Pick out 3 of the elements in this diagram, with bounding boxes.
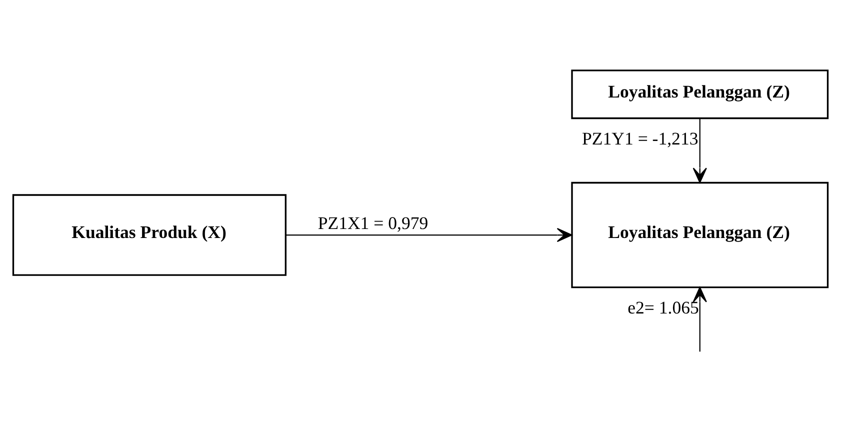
edge-label: PZ1Y1 = -1,213 [582, 128, 698, 149]
edge-label: e2= 1.065 [628, 298, 699, 318]
edge-label: PZ1X1 = 0,979 [318, 213, 428, 234]
